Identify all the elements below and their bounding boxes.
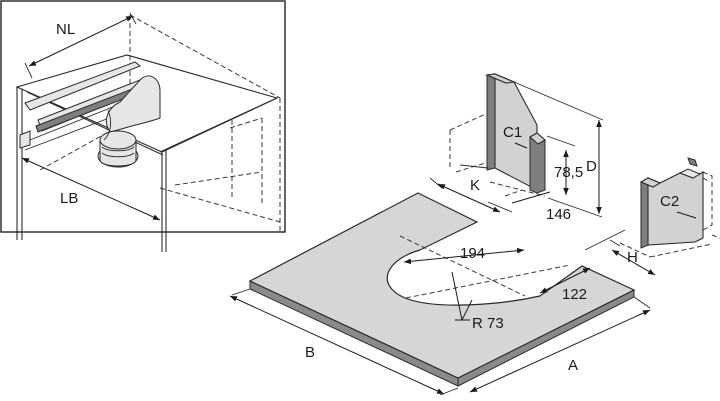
label-c2: C2 — [660, 193, 679, 210]
label-122: 122 — [562, 286, 587, 303]
label-k: K — [470, 177, 480, 194]
dim-h: H — [584, 229, 656, 276]
dim-a: A — [469, 296, 651, 393]
label-146: 146 — [546, 206, 571, 223]
label-lb: LB — [60, 190, 78, 207]
label-78-5: 78,5 — [554, 164, 583, 181]
label-h: H — [627, 249, 638, 266]
label-r73: R 73 — [472, 315, 504, 332]
label-c1: C1 — [503, 124, 522, 141]
label-194: 194 — [460, 245, 485, 262]
panel-c1: C1 78,5 D 146 — [449, 73, 604, 223]
panel-c2: C2 — [619, 157, 720, 258]
dim-122: 122 — [539, 267, 591, 303]
dim-b: B — [229, 288, 459, 396]
dim-194: 194 — [403, 245, 525, 265]
dim-k: K — [429, 164, 513, 213]
label-b: B — [305, 344, 315, 361]
dim-lb: LB — [21, 157, 161, 221]
label-nl: NL — [56, 21, 75, 38]
label-d: D — [586, 158, 597, 175]
dim-nl: NL — [24, 12, 137, 79]
cabinet-inset: NL LB — [0, 0, 286, 252]
label-a: A — [568, 357, 578, 374]
